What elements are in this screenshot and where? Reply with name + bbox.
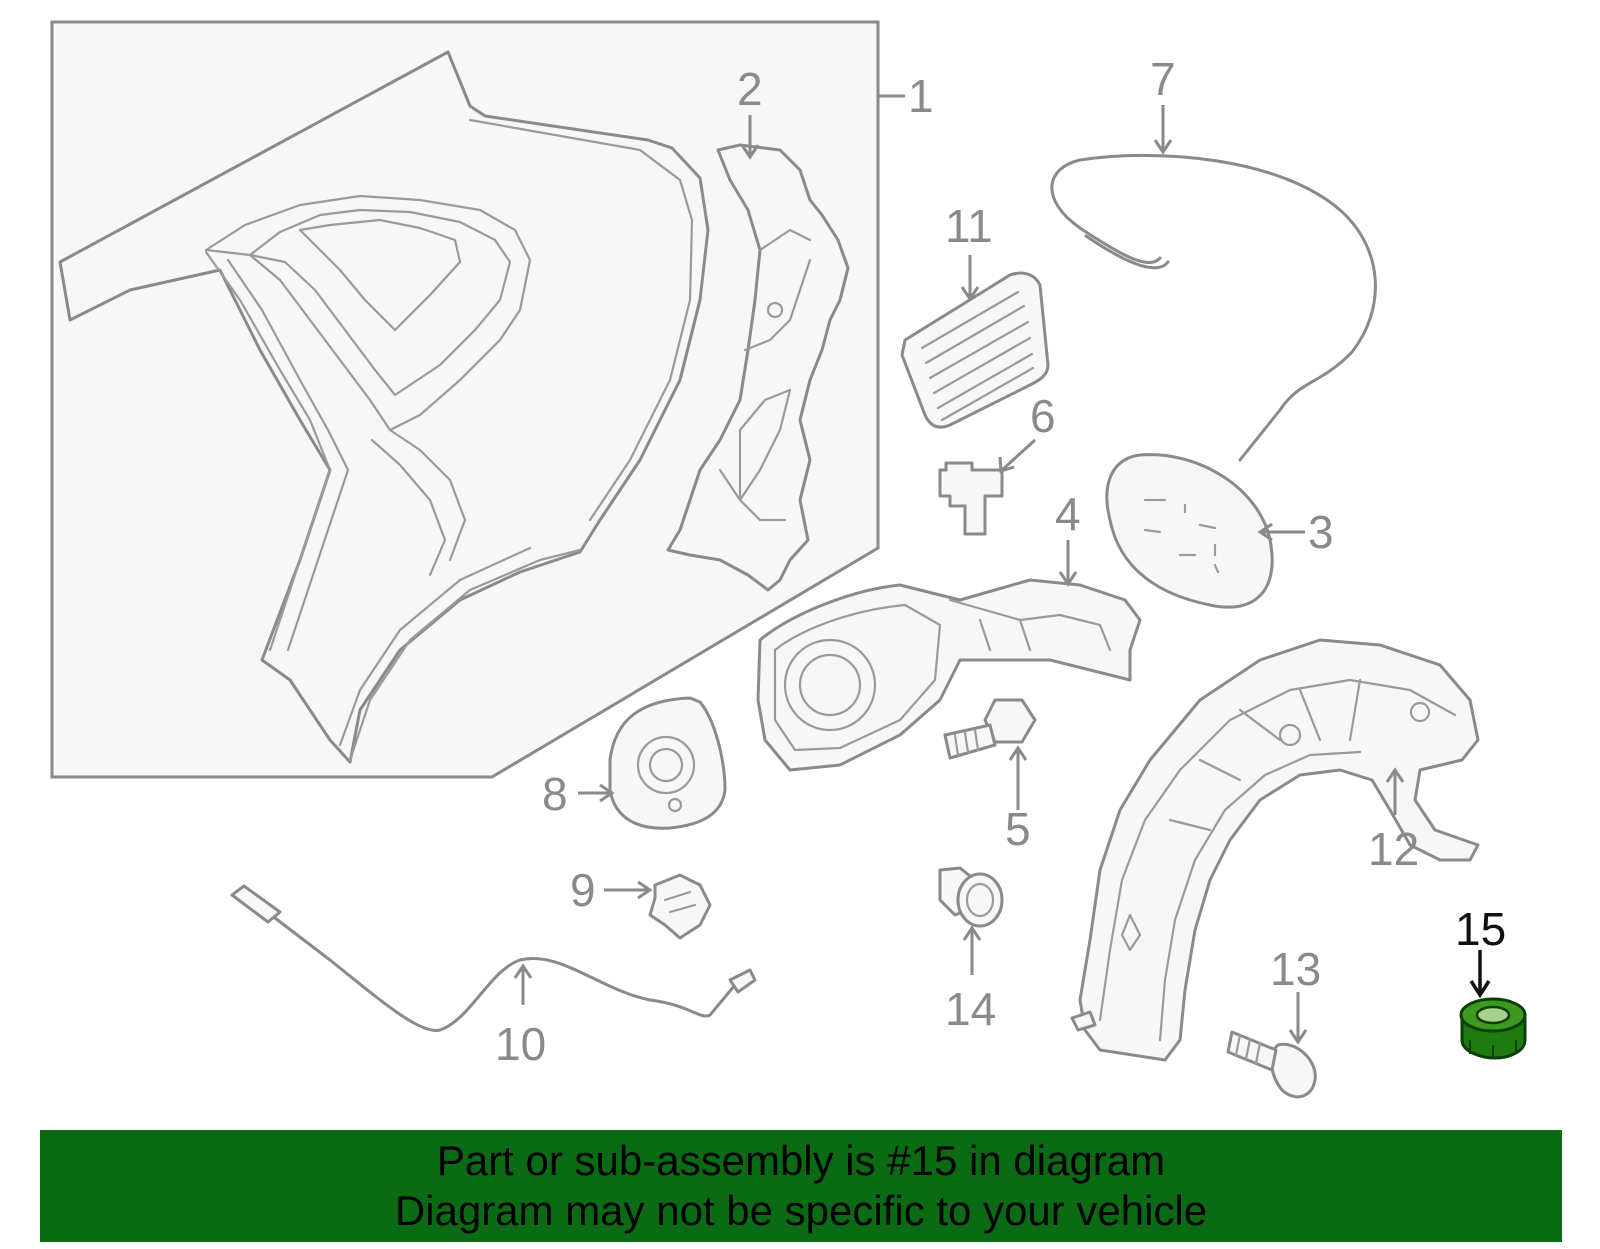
callout-14: 14	[945, 983, 996, 1035]
part-15-flange-nut	[1459, 997, 1527, 1060]
callout-6: 6	[1030, 390, 1056, 442]
callout-15: 15	[1455, 903, 1506, 955]
part-6-clip	[938, 461, 1004, 536]
callout-labels: 1 2 3 4 5 6 7 8 9 10 11 12 13 14 15	[495, 53, 1506, 1070]
part-3-fuel-door	[1105, 453, 1274, 609]
part-10-cable	[230, 884, 757, 1032]
part-14-push-pin	[938, 866, 1004, 928]
callout-7: 7	[1150, 53, 1176, 105]
part-11-grille	[900, 271, 1050, 429]
part-7-seal	[1050, 153, 1377, 462]
part-2-bracket	[666, 143, 850, 592]
callout-5: 5	[1005, 803, 1031, 855]
part-8-cap	[608, 696, 727, 830]
leader-lines	[513, 94, 1491, 1045]
part-13-screw	[1226, 1030, 1317, 1099]
callout-13: 13	[1270, 943, 1321, 995]
part-5-bolt	[943, 698, 1037, 760]
part-4-fuel-housing	[756, 578, 1142, 772]
banner-line-2: Diagram may not be specific to your vehi…	[394, 1187, 1208, 1234]
part-1-quarter-panel	[50, 20, 880, 779]
callout-2: 2	[737, 63, 763, 115]
callout-4: 4	[1055, 488, 1081, 540]
callout-9: 9	[570, 864, 596, 916]
banner-line-1: Part or sub-assembly is #15 in diagram	[436, 1137, 1166, 1184]
callout-1: 1	[908, 70, 934, 122]
callout-12: 12	[1368, 823, 1419, 875]
callout-3: 3	[1308, 506, 1334, 558]
callout-8: 8	[542, 768, 568, 820]
callout-10: 10	[495, 1018, 546, 1070]
part-9-latch	[648, 873, 712, 940]
callout-11: 11	[945, 200, 993, 252]
info-banner: Part or sub-assembly is #15 in diagram D…	[40, 1130, 1562, 1242]
part-12-wheel-liner	[1070, 638, 1480, 1062]
